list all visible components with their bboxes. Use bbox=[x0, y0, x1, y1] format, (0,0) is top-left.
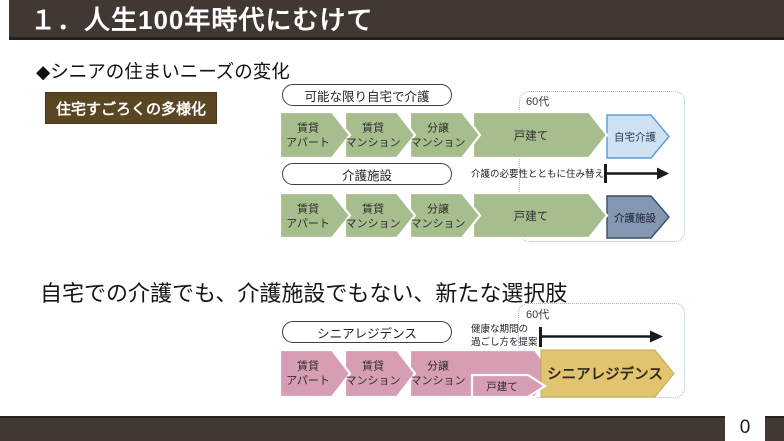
house-label-row3: 戸建て bbox=[486, 380, 518, 393]
step-label: マンション bbox=[346, 375, 401, 387]
house-label-row1: 戸建て bbox=[514, 129, 549, 143]
arrow-detached-house-row2 bbox=[471, 191, 609, 240]
step-label: 賃貸 bbox=[297, 359, 319, 373]
step-label: 賃貸 bbox=[362, 202, 384, 216]
pill-senior-residence: シニアレジデンス bbox=[282, 321, 452, 343]
chevron-rent-mansion-row2 bbox=[343, 191, 417, 240]
step-label: アパート bbox=[286, 374, 330, 387]
note-relocation-with-care-needs: 介護の必要性とともに住み替え bbox=[471, 169, 605, 180]
step-label: 賃貸 bbox=[362, 359, 384, 373]
chevron-condo-row2 bbox=[408, 191, 482, 240]
footer-bar-left bbox=[0, 416, 725, 441]
section-heading: ◆シニアの住まいニーズの変化 bbox=[36, 61, 290, 82]
step-label: 分譲 bbox=[427, 202, 449, 216]
step-label: 賃貸 bbox=[297, 121, 319, 135]
pentagon-care-facility bbox=[606, 195, 670, 239]
housing-sugoroku-badge: 住宅すごろくの多様化 bbox=[45, 92, 218, 124]
step-label: マンション bbox=[346, 137, 401, 149]
chevron-rent-mansion-row3 bbox=[343, 348, 417, 399]
pill-care-facility: 介護施設 bbox=[282, 163, 452, 185]
step-label: 分譲 bbox=[427, 359, 449, 373]
step-label: マンション bbox=[411, 137, 466, 149]
chevron-rent-apartment-row2 bbox=[278, 191, 352, 240]
step-label: アパート bbox=[286, 136, 330, 149]
arrow-detached-house-row1 bbox=[471, 110, 609, 160]
senior-residence-label: シニアレジデンス bbox=[547, 365, 663, 383]
chevron-rent-mansion-row1 bbox=[343, 110, 417, 160]
decade-60s-box-top bbox=[519, 91, 685, 242]
step-label: 賃貸 bbox=[362, 121, 384, 135]
house-label-row2: 戸建て bbox=[514, 209, 549, 223]
slide-title-bar: １．人生100年時代にむけて bbox=[9, 0, 784, 40]
note-line: 過ごし方を提案 bbox=[471, 337, 538, 348]
age-label-bottom: 60代 bbox=[526, 309, 550, 321]
step-label: 賃貸 bbox=[297, 202, 319, 216]
step-label: マンション bbox=[411, 375, 466, 387]
pill-home-care-as-long-as-possible: 可能な限り自宅で介護 bbox=[282, 84, 452, 106]
footer-bar-right bbox=[765, 416, 784, 441]
chevron-rent-apartment-row1 bbox=[278, 110, 352, 160]
step-label: 分譲 bbox=[427, 121, 449, 135]
note-healthy-period-proposal: 健康な期間の 過ごし方を提案 bbox=[471, 323, 538, 349]
pentagon-home-care bbox=[606, 114, 670, 159]
page-number: 0 bbox=[739, 417, 751, 438]
step-label: マンション bbox=[411, 218, 466, 230]
step-label: アパート bbox=[286, 217, 330, 230]
key-statement: 自宅での介護でも、介護施設でもない、新たな選択肢 bbox=[40, 281, 568, 306]
chevron-rent-apartment-row3 bbox=[278, 348, 352, 399]
slide-title: １．人生100年時代にむけて bbox=[30, 5, 374, 35]
age-label-top: 60代 bbox=[526, 96, 550, 108]
timeline-arrowhead-top bbox=[657, 167, 669, 180]
chevron-detached-house-small bbox=[470, 373, 548, 399]
care-facility-label: 介護施設 bbox=[614, 212, 656, 225]
home-care-label: 自宅介護 bbox=[614, 131, 656, 144]
note-line: 健康な期間の bbox=[471, 324, 529, 335]
step-label: マンション bbox=[346, 218, 401, 230]
chevron-condo-row1 bbox=[408, 110, 482, 160]
timeline-arrowhead-bottom bbox=[650, 330, 663, 343]
